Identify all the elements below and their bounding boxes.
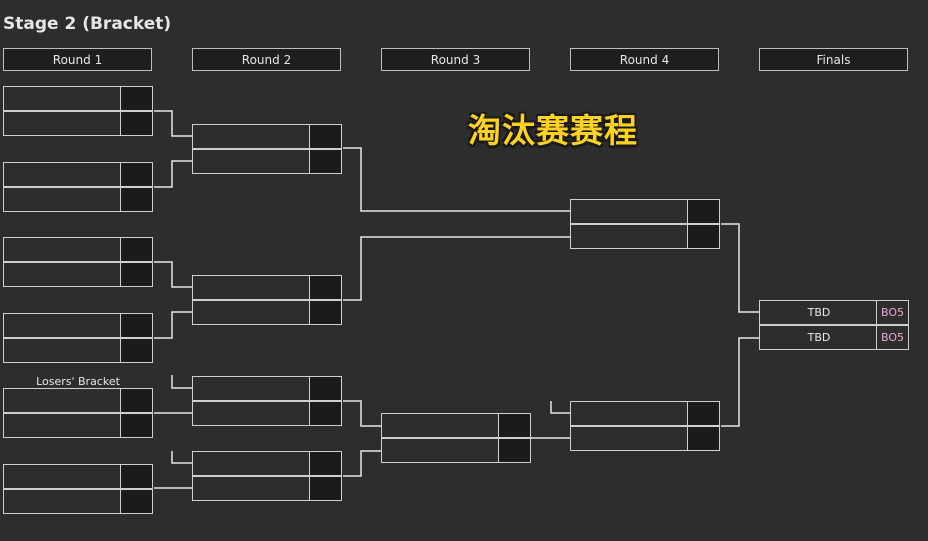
score-box bbox=[120, 112, 152, 135]
score-box bbox=[309, 402, 341, 425]
score-box bbox=[498, 414, 530, 437]
match-slot[interactable] bbox=[3, 388, 153, 413]
match-slot[interactable] bbox=[3, 489, 153, 514]
team-name: TBD bbox=[807, 331, 831, 344]
page-title: Stage 2 (Bracket) bbox=[3, 14, 172, 34]
score-box bbox=[687, 200, 719, 223]
match-slot[interactable] bbox=[3, 262, 153, 287]
score-box bbox=[687, 427, 719, 450]
match-slot[interactable] bbox=[192, 149, 342, 174]
match-slot[interactable] bbox=[3, 187, 153, 212]
match-format-badge: BO5 bbox=[876, 326, 908, 349]
bracket-banner: 淘汰赛赛程 bbox=[468, 111, 638, 150]
score-box bbox=[309, 150, 341, 173]
score-box bbox=[120, 389, 152, 412]
score-box bbox=[120, 238, 152, 261]
match-slot[interactable] bbox=[192, 300, 342, 325]
match-slot[interactable] bbox=[3, 464, 153, 489]
match-slot[interactable] bbox=[3, 413, 153, 438]
match-slot[interactable] bbox=[570, 199, 720, 224]
match-slot[interactable] bbox=[3, 86, 153, 111]
round-4-header: Round 4 bbox=[570, 48, 719, 71]
score-box bbox=[687, 225, 719, 248]
score-box bbox=[120, 163, 152, 186]
match-slot[interactable] bbox=[192, 476, 342, 501]
score-box bbox=[120, 87, 152, 110]
score-box bbox=[309, 276, 341, 299]
finals-header: Finals bbox=[759, 48, 908, 71]
match-slot[interactable] bbox=[3, 237, 153, 262]
score-box bbox=[687, 402, 719, 425]
match-format-badge: BO5 bbox=[876, 301, 908, 324]
score-box bbox=[309, 301, 341, 324]
round-3-header: Round 3 bbox=[381, 48, 530, 71]
score-box bbox=[309, 125, 341, 148]
score-box bbox=[498, 439, 530, 462]
match-slot[interactable] bbox=[570, 426, 720, 451]
score-box bbox=[120, 314, 152, 337]
round-1-header: Round 1 bbox=[3, 48, 152, 71]
match-slot[interactable] bbox=[381, 413, 531, 438]
score-box bbox=[309, 452, 341, 475]
score-box bbox=[120, 490, 152, 513]
team-name: TBD bbox=[807, 306, 831, 319]
match-slot[interactable] bbox=[192, 124, 342, 149]
match-slot[interactable] bbox=[3, 111, 153, 136]
match-slot[interactable] bbox=[192, 451, 342, 476]
match-slot[interactable] bbox=[192, 275, 342, 300]
finals-slot-2[interactable]: TBD BO5 bbox=[759, 325, 909, 350]
score-box bbox=[309, 377, 341, 400]
score-box bbox=[120, 263, 152, 286]
match-slot[interactable] bbox=[192, 401, 342, 426]
match-slot[interactable] bbox=[570, 401, 720, 426]
match-slot[interactable] bbox=[3, 313, 153, 338]
round-2-header: Round 2 bbox=[192, 48, 341, 71]
match-slot[interactable] bbox=[3, 338, 153, 363]
score-box bbox=[120, 465, 152, 488]
match-slot[interactable] bbox=[3, 162, 153, 187]
match-slot[interactable] bbox=[570, 224, 720, 249]
score-box bbox=[120, 339, 152, 362]
finals-slot-1[interactable]: TBD BO5 bbox=[759, 300, 909, 325]
losers-bracket-label: Losers' Bracket bbox=[36, 375, 120, 388]
score-box bbox=[309, 477, 341, 500]
match-slot[interactable] bbox=[381, 438, 531, 463]
score-box bbox=[120, 188, 152, 211]
score-box bbox=[120, 414, 152, 437]
match-slot[interactable] bbox=[192, 376, 342, 401]
